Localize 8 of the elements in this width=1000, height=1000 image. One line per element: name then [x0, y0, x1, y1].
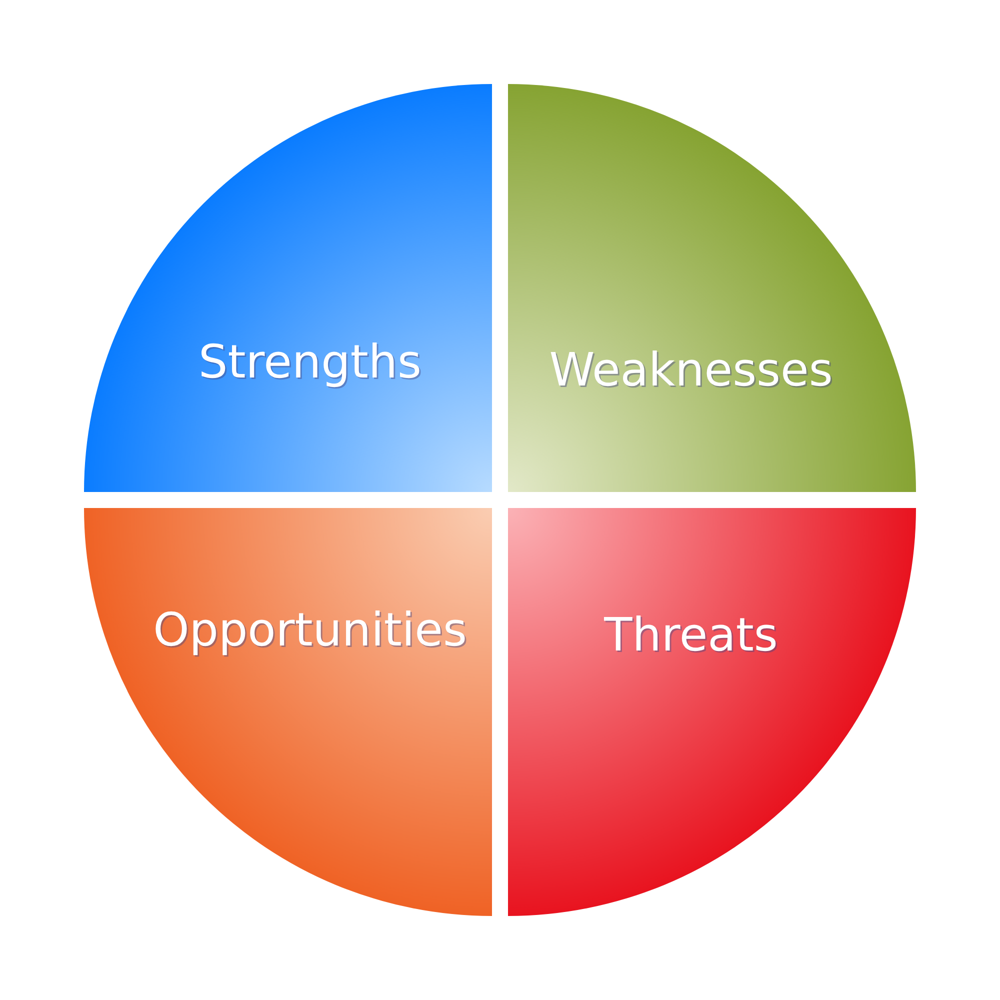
quadrant-segment: [508, 84, 916, 492]
quadrant-segment: [84, 508, 492, 916]
quadrant-label: Opportunities: [153, 604, 467, 656]
quadrant-label: Strengths: [198, 336, 422, 388]
quadrant-label: Threats: [604, 610, 778, 660]
quadrant-label: Weaknesses: [549, 344, 833, 396]
quadrant-segment: [84, 84, 492, 492]
quadrant-segment: [508, 508, 916, 916]
